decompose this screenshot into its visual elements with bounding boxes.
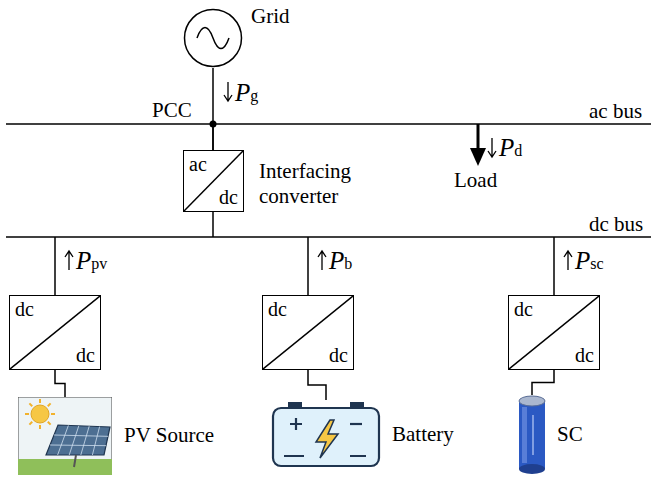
device-label: Battery: [392, 422, 454, 447]
feeder-line: [54, 237, 56, 295]
converter-box: dc dc: [262, 295, 354, 370]
device-label: PV Source: [124, 423, 214, 448]
port-label: dc: [329, 345, 348, 365]
power-symbol: Ppv: [76, 248, 107, 273]
connector-line: [212, 68, 214, 150]
text-label: Load: [454, 169, 497, 192]
connector-line: [55, 370, 65, 397]
converter-box: dc dc: [508, 295, 600, 370]
sc-node: SC: [517, 395, 547, 475]
bat-node: Battery: [270, 400, 382, 470]
port-label: ac: [189, 154, 207, 174]
connector-line: [532, 370, 554, 395]
power-symbol: Pd: [499, 135, 522, 160]
load-arrow: [477, 124, 480, 150]
grid-node: Grid: [183, 8, 243, 68]
port-label: dc: [219, 187, 238, 207]
bat-icon: [270, 400, 382, 470]
feeder-line: [553, 237, 555, 295]
connector-line: [308, 370, 326, 400]
load-arrowhead: [470, 148, 486, 166]
text-label: PCC: [152, 99, 192, 122]
feeder-line: [307, 237, 309, 295]
power-symbol: Psc: [575, 248, 604, 273]
dc-tie-line: [212, 212, 214, 237]
port-label: dc: [268, 299, 287, 319]
grid-icon: [183, 8, 243, 68]
pv-icon: [18, 397, 112, 475]
port-label: dc: [575, 345, 594, 365]
device-label: SC: [557, 422, 583, 447]
port-label: dc: [15, 299, 34, 319]
node-heading: Interfacing converter: [259, 159, 387, 209]
power-symbol: Pg: [235, 80, 258, 105]
source-label: Grid: [251, 4, 290, 29]
converter-box: dc dc: [9, 295, 101, 370]
text-label: ac bus: [589, 100, 642, 123]
text-label: dc bus: [589, 213, 643, 236]
power-arrows: [65, 82, 572, 270]
pv-node: PV Source: [18, 397, 112, 475]
converter-box: acdcInterfacing converter: [183, 150, 244, 212]
port-label: dc: [514, 299, 533, 319]
ac-bus-line: [6, 123, 651, 125]
power-symbol: Pb: [329, 248, 352, 273]
port-label: dc: [76, 345, 95, 365]
sc-icon: [517, 395, 547, 475]
